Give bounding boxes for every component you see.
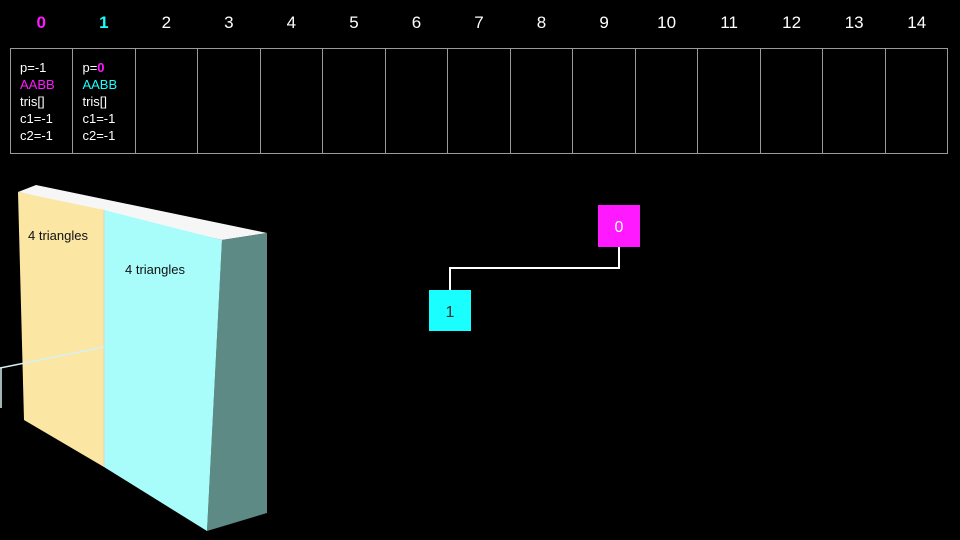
index-label-1: 1 xyxy=(99,13,109,32)
box-side-face xyxy=(207,233,267,531)
parent-field: p=-1 xyxy=(20,60,47,75)
node-cell-2 xyxy=(136,49,199,153)
child2-field: c2=-1 xyxy=(82,128,116,143)
tree-node-child xyxy=(429,290,471,331)
node-cell-11 xyxy=(698,49,761,153)
yellow-block-face xyxy=(18,192,104,467)
right-block-label: 4 triangles xyxy=(125,262,185,277)
child1-field: c1=-1 xyxy=(82,111,116,126)
index-label-11: 11 xyxy=(720,13,738,32)
node-cell-12 xyxy=(761,49,824,153)
node-cell-7 xyxy=(448,49,511,153)
node-cell-4 xyxy=(261,49,324,153)
child1-field: c1=-1 xyxy=(20,111,53,126)
node-cell-0: p=-1 AABB tris[] c1=-1 c2=-1 xyxy=(11,49,74,153)
parent-value: 0 xyxy=(97,60,105,75)
index-header-row: 0 1 2 3 4 5 6 7 8 9 10 11 12 13 14 xyxy=(10,10,948,36)
index-label-7: 7 xyxy=(474,13,484,32)
tris-field: tris[] xyxy=(82,94,108,109)
cyan-block-face xyxy=(104,210,222,531)
tris-field: tris[] xyxy=(20,94,45,109)
tree-edge xyxy=(449,247,620,290)
aabb-field: AABB xyxy=(20,77,55,92)
parent-field: p=0 xyxy=(82,60,105,75)
index-label-12: 12 xyxy=(782,13,802,32)
index-label-6: 6 xyxy=(411,13,422,32)
node-cell-6 xyxy=(386,49,449,153)
node-cell-3 xyxy=(198,49,261,153)
child2-field: c2=-1 xyxy=(20,128,53,143)
index-label-14: 14 xyxy=(907,13,927,32)
tree-node-child-label: 1 xyxy=(446,304,455,321)
node-cell-13 xyxy=(823,49,886,153)
index-label-8: 8 xyxy=(536,13,547,32)
index-label-5: 5 xyxy=(349,13,359,32)
index-label-3: 3 xyxy=(224,13,234,32)
node-cell-1: p=0 AABB tris[] c1=-1 c2=-1 xyxy=(73,49,136,153)
node-cell-8 xyxy=(511,49,574,153)
box-top-face xyxy=(18,185,267,240)
node-cell-10 xyxy=(636,49,699,153)
index-label-10: 10 xyxy=(657,13,677,32)
index-label-2: 2 xyxy=(161,13,172,32)
ray-line xyxy=(0,346,105,369)
tree-node-root xyxy=(598,205,640,247)
index-label-0: 0 xyxy=(36,13,46,32)
node-cell-5 xyxy=(323,49,386,153)
index-label-9: 9 xyxy=(599,13,609,32)
node-array-table: p=-1 AABB tris[] c1=-1 c2=-1 p=0 AABB tr… xyxy=(10,48,948,154)
parent-value: -1 xyxy=(34,60,47,75)
left-block-label: 4 triangles xyxy=(28,228,88,243)
node-cell-9 xyxy=(573,49,636,153)
index-label-13: 13 xyxy=(844,13,864,32)
index-label-4: 4 xyxy=(286,13,297,32)
tree-node-root-label: 0 xyxy=(615,219,624,236)
aabb-field: AABB xyxy=(82,77,118,92)
